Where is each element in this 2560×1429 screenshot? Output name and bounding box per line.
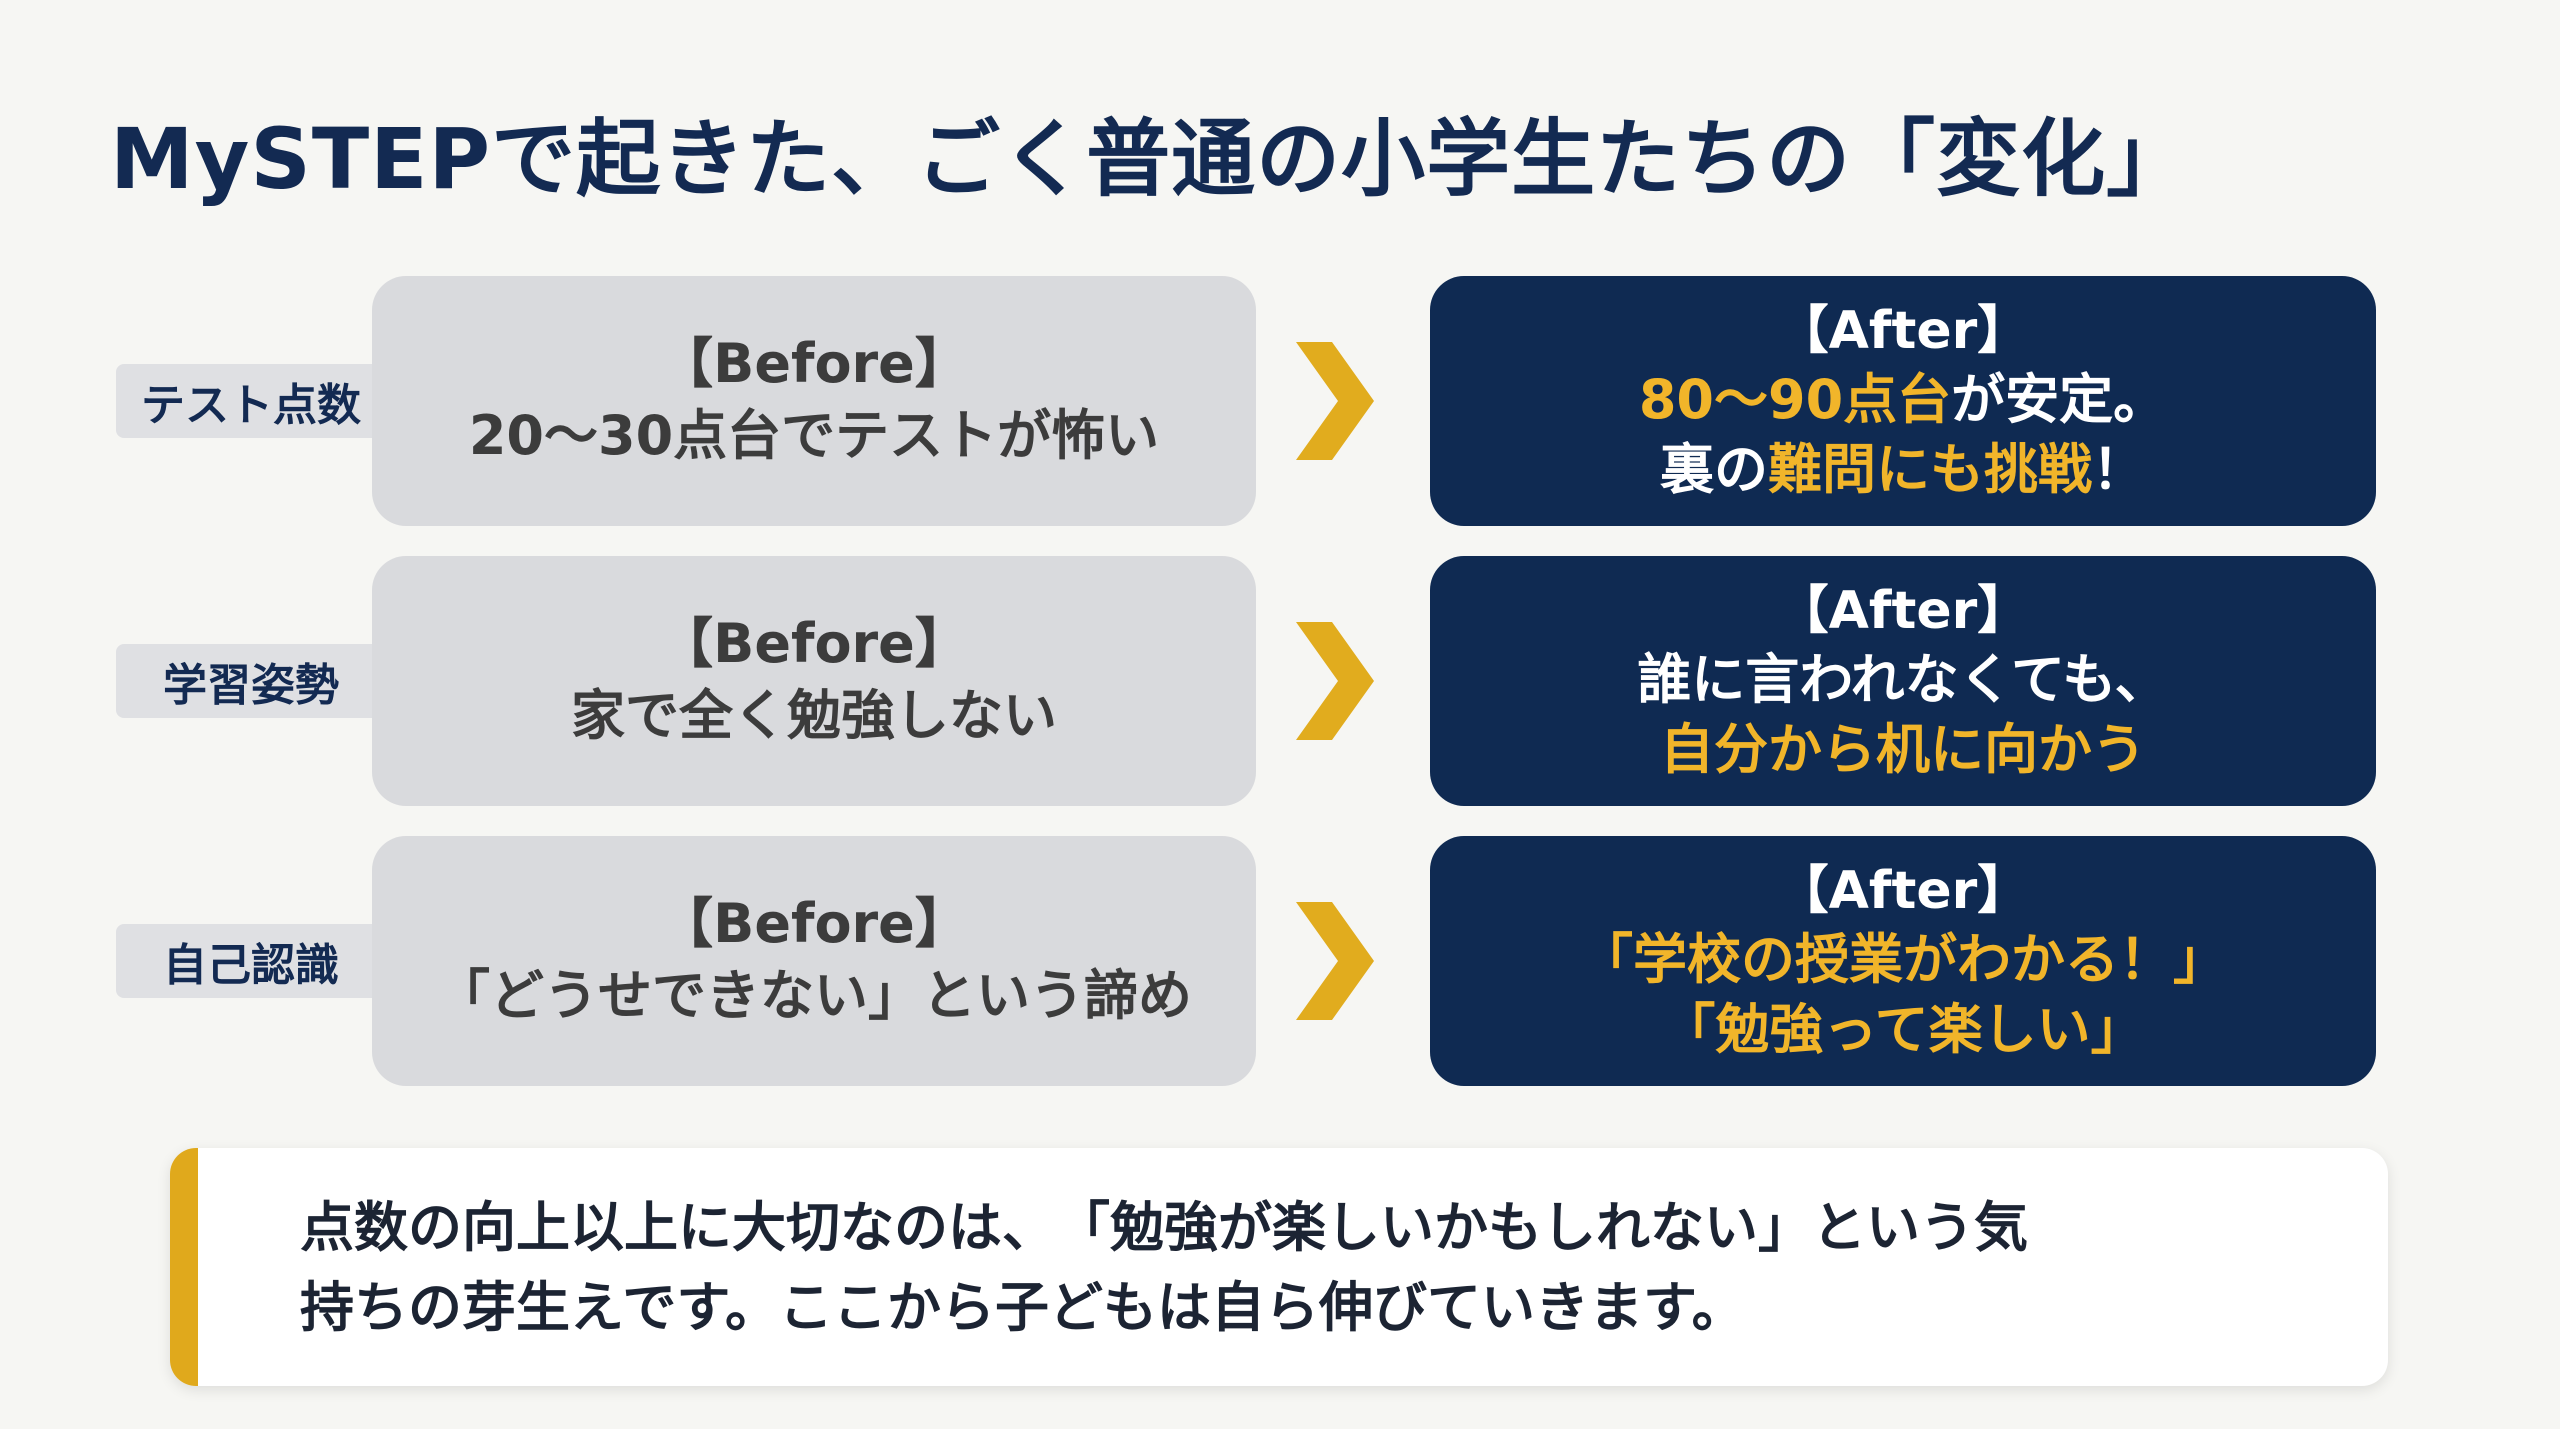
after-highlight: 難問にも挑戦	[1768, 438, 2092, 501]
summary-text: 点数の向上以上に大切なのは、 「勉強が楽しいかもしれない」という気 持ちの芽生え…	[300, 1188, 2350, 1348]
comparison-row-test-score: テスト点数 【Before】 20〜30点台でテストが怖い 【After】 80…	[0, 276, 2560, 526]
before-tag: 【Before】	[659, 892, 969, 955]
comparison-row-learning-attitude: 学習姿勢 【Before】 家で全く勉強しない 【After】 誰に言われなくて…	[0, 556, 2560, 806]
chevron-right-icon	[1296, 622, 1374, 740]
before-card: 【Before】 「どうせできない」という諦め	[372, 836, 1256, 1086]
category-label: 自己認識	[116, 924, 386, 998]
after-tag: 【After】	[1776, 581, 2030, 641]
after-text: ！	[2092, 438, 2146, 501]
summary-line-1: 点数の向上以上に大切なのは、 「勉強が楽しいかもしれない」という気	[300, 1196, 2028, 1259]
chevron-right-icon	[1296, 902, 1374, 1020]
after-highlight: 80〜90点台	[1638, 368, 1952, 431]
after-line-2: 裏の難問にも挑戦！	[1660, 435, 2146, 505]
after-line-1: 誰に言われなくても、	[1637, 648, 2169, 711]
before-card: 【Before】 家で全く勉強しない	[372, 556, 1256, 806]
category-label: テスト点数	[116, 364, 386, 438]
after-line-1: 80〜90点台が安定。	[1639, 365, 2167, 435]
after-card: 【After】 80〜90点台が安定。 裏の難問にも挑戦！	[1430, 276, 2376, 526]
before-text: 「どうせできない」という諦め	[436, 964, 1192, 1027]
after-tag: 【After】	[1776, 861, 2030, 921]
after-line-2: 自分から机に向かう	[1660, 718, 2146, 781]
comparison-row-self-perception: 自己認識 【Before】 「どうせできない」という諦め 【After】 「学校…	[0, 836, 2560, 1086]
before-text: 20〜30点台でテストが怖い	[468, 404, 1160, 467]
page-title: MySTEPで起きた、ごく普通の小学生たちの「変化」	[110, 110, 2192, 208]
category-label: 学習姿勢	[116, 644, 386, 718]
before-tag: 【Before】	[659, 612, 969, 675]
after-line-1: 「学校の授業がわかる！」	[1579, 928, 2227, 991]
chevron-right-icon	[1296, 342, 1374, 460]
before-text: 家で全く勉強しない	[571, 684, 1057, 747]
accent-bar	[170, 1148, 198, 1386]
after-tag: 【After】	[1776, 301, 2030, 361]
after-line-2: 「勉強って楽しい」	[1661, 998, 2145, 1061]
summary-line-2: 持ちの芽生えです。ここから子どもは自ら伸びていきます。	[300, 1276, 1746, 1339]
before-tag: 【Before】	[659, 332, 969, 395]
summary-callout: 点数の向上以上に大切なのは、 「勉強が楽しいかもしれない」という気 持ちの芽生え…	[170, 1148, 2388, 1386]
after-text: 裏の	[1660, 438, 1768, 501]
before-card: 【Before】 20〜30点台でテストが怖い	[372, 276, 1256, 526]
after-card: 【After】 誰に言われなくても、 自分から机に向かう	[1430, 556, 2376, 806]
after-card: 【After】 「学校の授業がわかる！」 「勉強って楽しい」	[1430, 836, 2376, 1086]
after-text: が安定。	[1951, 368, 2168, 431]
